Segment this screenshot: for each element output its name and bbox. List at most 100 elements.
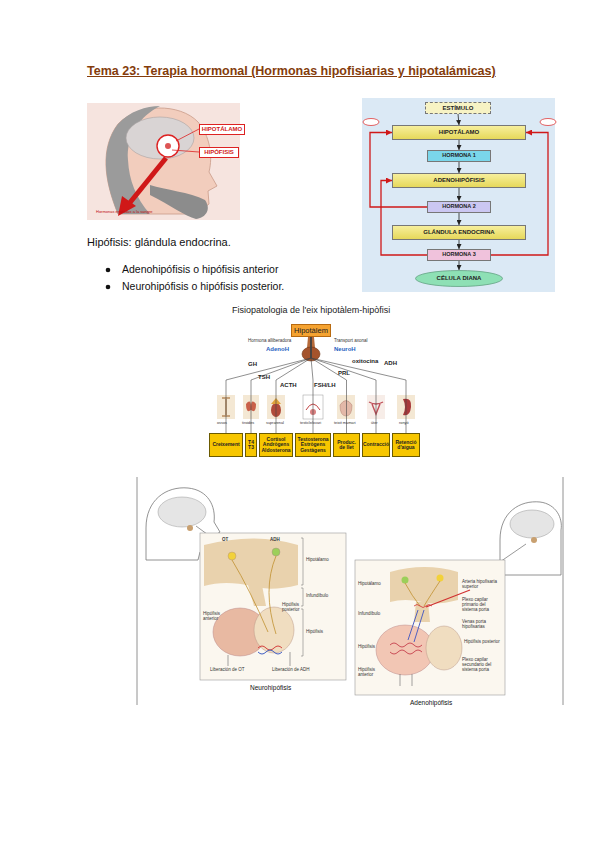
page-title: Tema 23: Terapia hormonal (Hormonas hipo… [87, 64, 496, 78]
node-text: CÉLULA DIANA [437, 275, 482, 281]
flow-connector [226, 337, 311, 433]
organ-picture [397, 395, 415, 419]
leader-line [172, 150, 199, 152]
figure-label: Transport axonal [334, 339, 368, 344]
stimulus-box: ESTÍMULO [425, 102, 491, 114]
node-text: GLÁNDULA ENDOCRINA [423, 229, 494, 235]
capillary [414, 605, 432, 608]
adeno-panel [355, 560, 505, 695]
pituitary-dot [187, 525, 193, 531]
figure-label: Hipófisis posterior [464, 640, 502, 645]
figure-label: Hipófisis [358, 645, 375, 650]
uterus-symbol [369, 402, 383, 414]
node-text: ADENOHIPÓFISIS [433, 177, 484, 183]
node-text: HIPOTÁLAMO [439, 129, 479, 135]
organ-picture [243, 395, 259, 419]
node-text: Testosterona Estrògens Gestàgens [296, 437, 330, 453]
head-illustration [87, 103, 240, 220]
leader-line [228, 652, 290, 666]
hormone-box: HORMONA 2 [427, 201, 491, 213]
flow-connector [459, 188, 460, 201]
feedback-arrow [381, 181, 427, 256]
figure-label: Adenohipófisis [410, 699, 452, 706]
flow-connector [459, 213, 460, 225]
hormone-arrow [400, 674, 412, 686]
node-text: Creixement [212, 442, 239, 447]
figure-label: Hipófisis anterior [358, 668, 390, 678]
figure-label: ronyó [399, 421, 409, 425]
callout-box: HIPÓFISIS [199, 147, 239, 158]
figure-label: suprarenal [266, 421, 284, 425]
effect-box: T4 T3 [245, 433, 257, 457]
figure-label: Hipotálamo [358, 582, 381, 587]
bracket [301, 538, 303, 656]
figure-label: Hormonas enviadas a la sangre [96, 210, 152, 214]
hypothalamus-shape [204, 539, 298, 589]
blood-arrow-shaft [128, 158, 166, 205]
figure-label: Hormona alliberadora [248, 339, 291, 344]
pituitary-dot [531, 537, 537, 543]
infundibulum-shape [248, 585, 266, 606]
hormone-label: TSH [258, 374, 270, 380]
pituitary-gland [302, 347, 320, 361]
neuron-body [228, 552, 236, 560]
neuron-body [402, 577, 409, 584]
pituitary-dot [165, 143, 171, 149]
node-text: ESTÍMULO [443, 105, 474, 111]
ponytail [150, 185, 208, 219]
effect-box: Creixement [209, 433, 243, 457]
figure-label: ADH [270, 538, 280, 543]
flow-connector [458, 114, 459, 125]
flow-connector [311, 337, 376, 433]
hypothalamus-box: Hipotàlem [291, 324, 331, 337]
brain [158, 497, 206, 527]
thyroid-symbol [246, 402, 256, 412]
capillary [390, 643, 422, 654]
organ-picture [303, 395, 323, 419]
figure-label: Venas porta hipofisarias [462, 620, 502, 630]
figure-label: tiroides [242, 421, 254, 425]
feedback-arrow [370, 133, 427, 208]
capillary [258, 646, 282, 650]
hormone-label: ADH [384, 360, 397, 366]
flow-connector [311, 337, 313, 433]
portal-vein [408, 610, 424, 642]
node-text: Retenció d'aigua [393, 440, 419, 451]
brain [126, 117, 194, 159]
bullet-dot [106, 285, 111, 290]
process-box: GLÁNDULA ENDOCRINA [392, 225, 526, 240]
kidney-symbol [271, 403, 281, 417]
hormone-label: PRL [338, 370, 350, 376]
capillary [258, 650, 282, 654]
figure-label: Plexo capilar secundario del sistema por… [462, 658, 502, 673]
effect-box: Testosterona Estrògens Gestàgens [295, 433, 331, 457]
figure-label: Neurohipófisis [250, 684, 291, 691]
node-text: Contracció [363, 442, 389, 447]
neuron-body [437, 575, 444, 582]
axis-illustration [207, 302, 419, 460]
bone-symbol [222, 398, 230, 416]
figure-label: Hipófisis posterior [282, 603, 302, 613]
flow-connector [459, 162, 460, 173]
organ-picture [337, 395, 355, 419]
axis-background [207, 302, 419, 460]
organ-picture [367, 395, 385, 419]
hormone-label: GH [248, 361, 257, 367]
node-text: T4 T3 [246, 440, 256, 451]
bullet-dot [106, 268, 111, 273]
breast-symbol [340, 401, 352, 417]
pituitary-stalk [307, 337, 315, 348]
node-text: Produc. de llet [334, 440, 359, 451]
node-text: Cortisol Andrògens Aldosterona [260, 437, 292, 453]
hormone-label: oxitocina [352, 358, 378, 364]
figure-label: OT [222, 538, 228, 543]
figure-label: Plexo capilar primario del sistema porta [462, 598, 502, 613]
figure-label: Infundíbulo [358, 612, 380, 617]
organ-picture [217, 395, 235, 419]
effect-box: Produc. de llet [333, 433, 360, 457]
figure-label: Arteria hipofisaria superior [462, 580, 502, 590]
highlight-circle [157, 135, 179, 157]
figure-label: Hipófisis anterior [203, 612, 233, 622]
neuro-panel [200, 533, 346, 680]
